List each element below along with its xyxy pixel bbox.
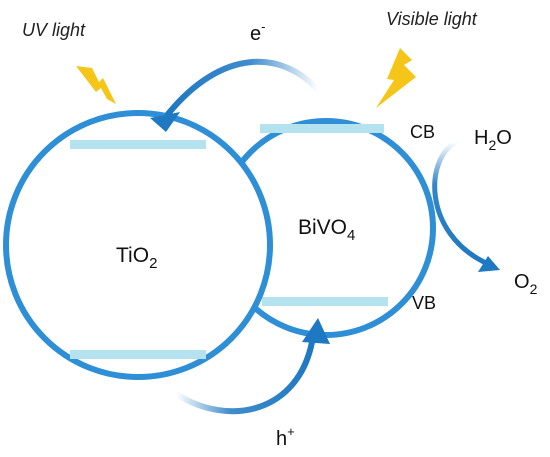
hole-transfer-arrow [173, 339, 315, 415]
tio2-label: TiO2 [116, 244, 157, 272]
electron-arrowhead-icon [150, 112, 180, 132]
bivo4-valence-band [262, 297, 388, 306]
visible-lightning-icon [376, 48, 416, 108]
uv-lightning-icon [76, 66, 116, 104]
tio2-conduction-band [70, 140, 206, 149]
vb-label: VB [412, 293, 436, 313]
water-label: H2O [474, 127, 512, 153]
tio2-circle [3, 110, 273, 380]
hole-arrowhead-icon [302, 318, 330, 344]
visible-light-label: Visible light [386, 9, 478, 29]
hole-label: h+ [276, 424, 295, 450]
cb-label: CB [410, 122, 435, 142]
bivo4-label: BiVO4 [298, 216, 355, 244]
bivo4-conduction-band [260, 124, 384, 133]
oxygen-label: O2 [514, 271, 538, 297]
electron-label: e- [250, 19, 265, 45]
tio2-valence-band [70, 350, 206, 359]
electron-transfer-arrow [165, 58, 321, 117]
oxygen-arrowhead-icon [478, 256, 500, 272]
uv-light-label: UV light [22, 20, 86, 40]
water-oxidation-arrow [432, 139, 487, 265]
